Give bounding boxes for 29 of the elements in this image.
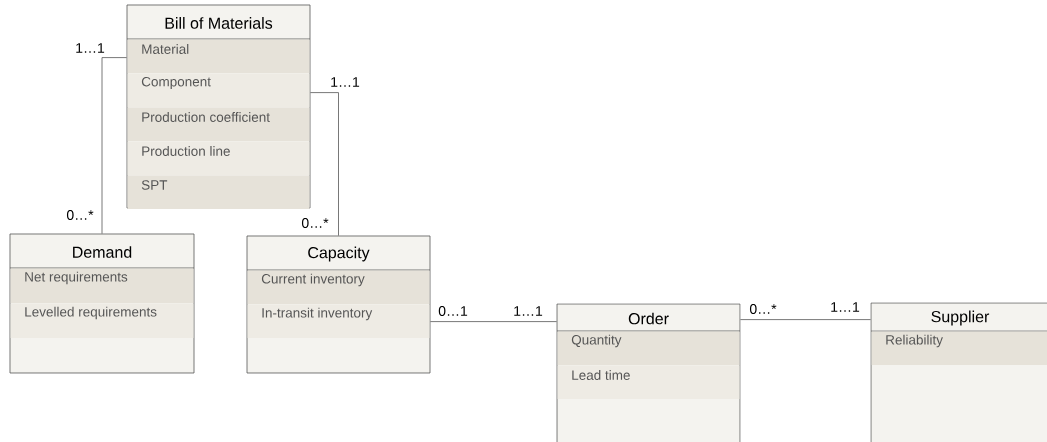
multiplicity-label: 0…*	[66, 210, 94, 220]
multiplicity-label: 0…*	[301, 218, 329, 228]
connector-line	[430, 321, 557, 322]
attribute-row: Current inventory	[247, 270, 430, 304]
attribute-row: Reliability	[871, 331, 1047, 365]
class-name: Order	[628, 312, 669, 325]
attribute-row: Quantity	[557, 331, 740, 365]
multiplicity-label: 1…1	[76, 43, 105, 53]
multiplicity-label: 1…1	[331, 77, 360, 87]
attribute-row: In-transit inventory	[247, 304, 430, 338]
connector-line	[740, 319, 871, 320]
class-name: Supplier	[931, 310, 990, 326]
connector-line	[310, 92, 339, 236]
class-name: Demand	[73, 246, 132, 258]
multiplicity-label: 1…1	[831, 302, 860, 312]
attribute-row: Component	[127, 73, 310, 107]
connector-line	[101, 57, 127, 234]
multiplicity-label: 0…1	[438, 306, 468, 316]
multiplicity-label: 1…1	[514, 306, 543, 316]
attribute-row: SPT	[127, 175, 310, 209]
attribute-row: Net requirements	[10, 268, 194, 303]
attribute-row: Lead time	[557, 365, 740, 399]
multiplicity-label: 0…*	[749, 304, 777, 314]
attribute-row: Production coefficient	[127, 107, 310, 141]
class-name: Bill of Materials	[165, 17, 273, 29]
attribute-row: Material	[127, 39, 310, 73]
attribute-row: Production line	[127, 141, 310, 175]
class-name: Capacity	[308, 246, 370, 262]
attribute-row: Levelled requirements	[10, 303, 194, 338]
